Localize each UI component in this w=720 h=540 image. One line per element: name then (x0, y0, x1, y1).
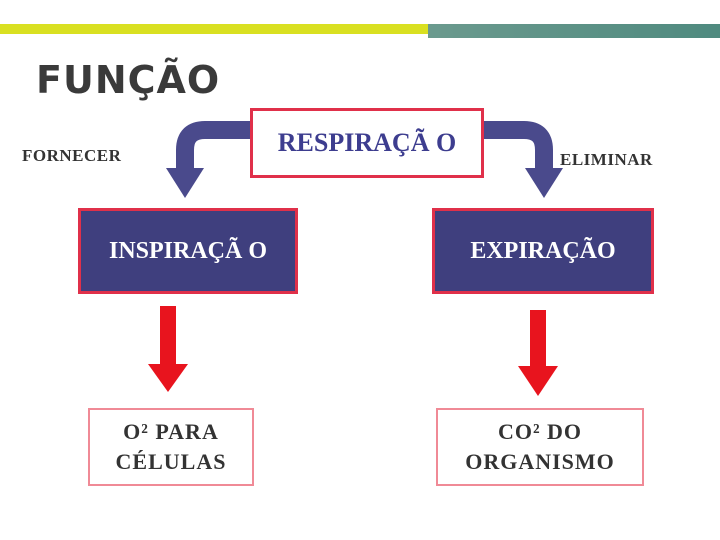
down-arrow-right-icon (518, 310, 558, 396)
down-arrow-left-icon (148, 306, 188, 392)
node-expiracao: EXPIRAÇÃO (432, 208, 654, 294)
slide-title: FUNÇÃO (36, 58, 221, 102)
node-respiracao: RESPIRAÇÃ O (250, 108, 484, 178)
result-o2-cells: O² PARA CÉLULAS (88, 408, 254, 486)
branch-label-left: FORNECER (22, 146, 122, 165)
header-accent-bar (0, 24, 720, 34)
result-co2-organism: CO² DO ORGANISMO (436, 408, 644, 486)
branch-label-right: ELIMINAR (560, 150, 653, 169)
node-inspiracao: INSPIRAÇÃ O (78, 208, 298, 294)
curved-arrow-right-icon (484, 121, 563, 198)
curved-arrow-left-icon (166, 121, 252, 198)
header-teal-bar (428, 24, 720, 38)
